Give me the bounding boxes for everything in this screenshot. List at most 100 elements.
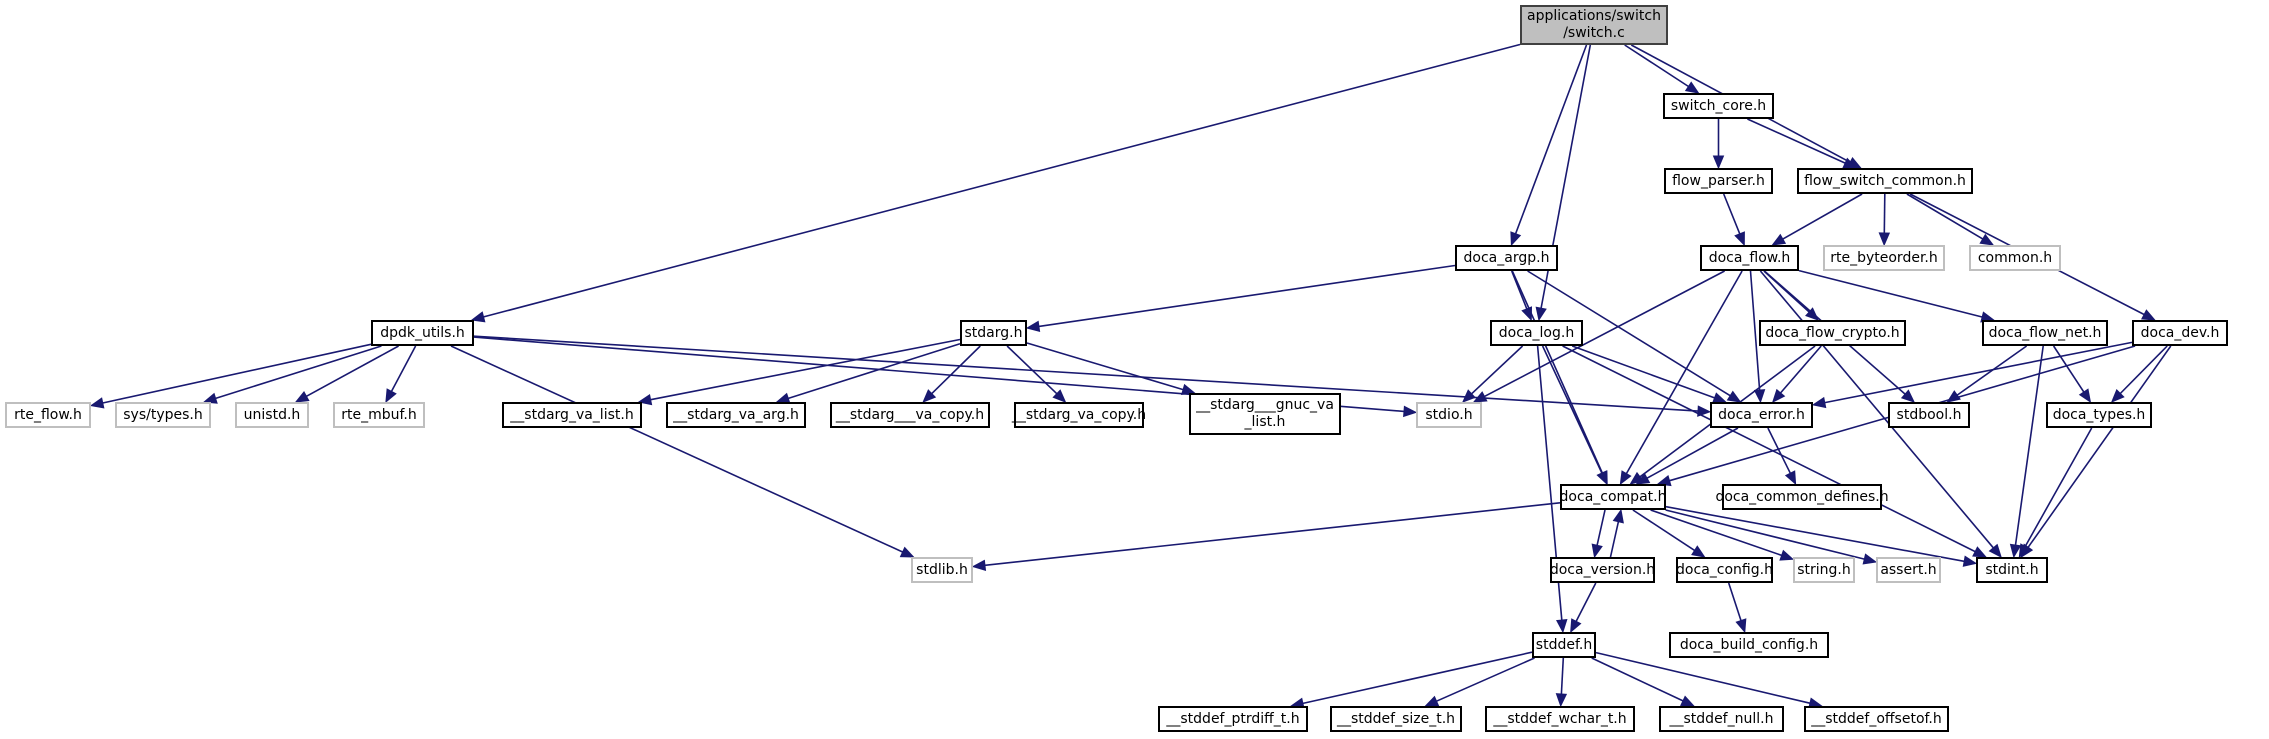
node-stddef-size-t-h[interactable]: __stddef_size_t.h <box>1330 706 1462 732</box>
arrowhead-icon <box>1612 508 1624 524</box>
node-doca-dev-h[interactable]: doca_dev.h <box>2132 320 2228 346</box>
edge-doca-error-h-to-doca-compat-h <box>1646 427 1739 479</box>
node-stdio-h: stdio.h <box>1416 402 1482 428</box>
edge-doca-log-h-to-stdint-h <box>1562 345 1976 553</box>
edge-doca-compat-h-to-string-h <box>1650 509 1782 557</box>
edge-doca-version-h-to-stddef-h <box>1575 582 1597 622</box>
edge-doca-compat-h-to-stdlib-h <box>984 502 1561 567</box>
node-label: __stddef_offsetof.h <box>1811 710 1942 727</box>
node-stdint-h[interactable]: stdint.h <box>1976 557 2048 583</box>
node-label: flow_parser.h <box>1672 172 1765 189</box>
node-sys-types-h: sys/types.h <box>115 402 211 428</box>
edge-doca-error-h-to-doca-common-defines-h <box>1767 427 1792 474</box>
edge-stdarg-h-to-stdarg-va-copy-h <box>1006 345 1058 395</box>
node-label: __stdarg___va_copy.h <box>835 406 985 423</box>
node-stdarg---va-copy-h[interactable]: __stdarg___va_copy.h <box>830 402 990 428</box>
edge-flow-switch-common-h-to-doca-flow-h <box>1782 193 1863 240</box>
edge-doca-flow-crypto-h-to-doca-error-h <box>1779 345 1822 394</box>
edge-doca-flow-h-to-stdio-h <box>1484 270 1725 398</box>
node-stdarg-h[interactable]: stdarg.h <box>960 320 1027 346</box>
node-label: doca_common_defines.h <box>1715 488 1889 505</box>
node-stdarg-va-list-h[interactable]: __stdarg_va_list.h <box>502 402 642 428</box>
node-label: stdarg.h <box>964 324 1023 341</box>
edge-doca-log-h-to-doca-error-h <box>1571 345 1715 399</box>
arrowhead-icon <box>2009 543 2022 559</box>
arrowhead-icon <box>1962 555 1978 567</box>
edge-dpdk-utils-h-to-sys-types-h <box>215 345 382 400</box>
node-stddef-offsetof-h[interactable]: __stddef_offsetof.h <box>1804 706 1949 732</box>
node-stdarg---gnuc-va-list-h[interactable]: __stdarg___gnuc_va _list.h <box>1189 393 1341 435</box>
arrowhead-icon <box>1734 231 1745 247</box>
node-stddef-h[interactable]: stddef.h <box>1532 632 1596 658</box>
node-switch-core-h[interactable]: switch_core.h <box>1663 93 1774 119</box>
node-label: __stdarg___gnuc_va _list.h <box>1196 397 1334 430</box>
node-stdarg-va-arg-h[interactable]: __stdarg_va_arg.h <box>666 402 806 428</box>
node-stddef-ptrdiff-t-h[interactable]: __stddef_ptrdiff_t.h <box>1158 706 1308 732</box>
node-doca-error-h[interactable]: doca_error.h <box>1710 402 1813 428</box>
edge-stddef-h-to-stddef-null-h <box>1591 657 1684 702</box>
node-doca-argp-h[interactable]: doca_argp.h <box>1455 245 1558 271</box>
node-doca-flow-h[interactable]: doca_flow.h <box>1700 245 1799 271</box>
node-rte-byteorder-h: rte_byteorder.h <box>1823 245 1945 271</box>
arrowhead-icon <box>1842 157 1858 169</box>
node-stddef-wchar-t-h[interactable]: __stddef_wchar_t.h <box>1485 706 1635 732</box>
arrowhead-icon <box>1684 81 1700 94</box>
node-doca-types-h[interactable]: doca_types.h <box>2046 402 2152 428</box>
edge-dpdk-utils-h-to-rte-flow-h <box>102 343 372 404</box>
arrowhead-icon <box>1521 306 1533 322</box>
node-flow-parser-h[interactable]: flow_parser.h <box>1664 168 1773 194</box>
node-switch-c[interactable]: applications/switch /switch.c <box>1520 5 1668 45</box>
edge-doca-dev-h-to-doca-types-h <box>2119 345 2168 395</box>
arrowhead-icon <box>1771 388 1786 403</box>
edge-doca-flow-h-to-doca-compat-h <box>1625 270 1743 474</box>
arrowhead-icon <box>1784 470 1797 486</box>
node-flow-switch-common-h[interactable]: flow_switch_common.h <box>1797 168 1973 194</box>
edge-stddef-h-to-stddef-ptrdiff-t-h <box>1302 651 1533 705</box>
arrowhead-icon <box>1570 618 1582 634</box>
node-doca-log-h[interactable]: doca_log.h <box>1490 320 1583 346</box>
node-label: stdint.h <box>1985 561 2039 578</box>
arrowhead-icon <box>922 389 937 403</box>
arrowhead-icon <box>1025 320 1041 332</box>
node-label: doca_flow.h <box>1708 249 1791 266</box>
arrowhead-icon <box>1680 695 1695 707</box>
node-label: stdio.h <box>1425 406 1473 423</box>
arrowhead-icon <box>1900 389 1916 403</box>
node-string-h: string.h <box>1793 557 1855 583</box>
node-label: doca_flow_net.h <box>1988 324 2102 341</box>
node-doca-build-config-h[interactable]: doca_build_config.h <box>1669 632 1829 658</box>
edge-doca-types-h-to-stdint-h <box>2024 427 2093 547</box>
edge-stdarg-h-to-stdarg---gnuc-va-list-h <box>1026 342 1184 391</box>
node-label: doca_build_config.h <box>1679 636 1819 653</box>
node-label: __stdarg_va_arg.h <box>673 406 799 423</box>
node-label: doca_types.h <box>2052 406 2146 423</box>
edge-doca-flow-h-to-stdint-h <box>1759 270 1994 549</box>
arrowhead-icon <box>1753 389 1766 404</box>
node-dpdk-utils-h[interactable]: dpdk_utils.h <box>371 320 474 346</box>
arrowhead-icon <box>1555 693 1568 708</box>
node-doca-common-defines-h[interactable]: doca_common_defines.h <box>1715 484 1889 510</box>
node-label: applications/switch /switch.c <box>1527 8 1661 41</box>
edge-doca-flow-h-to-doca-error-h <box>1749 270 1761 391</box>
arrowhead-icon <box>1424 695 1440 707</box>
node-stdarg-va-copy-h[interactable]: __stdarg_va_copy.h <box>1012 402 1146 428</box>
arrowhead-icon <box>1635 472 1651 485</box>
node-stdbool-h[interactable]: stdbool.h <box>1888 402 1970 428</box>
edge-stdarg-h-to-stdarg-va-list-h <box>650 338 961 401</box>
arrowhead-icon <box>1771 233 1787 246</box>
node-doca-version-h[interactable]: doca_version.h <box>1550 557 1655 583</box>
arrowhead-icon <box>1805 307 1820 321</box>
arrowhead-icon <box>1556 619 1568 634</box>
node-stddef-null-h[interactable]: __stddef_null.h <box>1659 706 1784 732</box>
arrowhead-icon <box>1811 396 1827 409</box>
arrowhead-icon <box>1712 155 1725 170</box>
node-label: assert.h <box>1880 561 1937 578</box>
node-doca-flow-net-h[interactable]: doca_flow_net.h <box>1982 320 2108 346</box>
node-label: string.h <box>1797 561 1851 578</box>
node-doca-config-h[interactable]: doca_config.h <box>1676 557 1773 583</box>
node-doca-flow-crypto-h[interactable]: doca_flow_crypto.h <box>1759 320 1906 346</box>
node-doca-compat-h[interactable]: doca_compat.h <box>1560 484 1666 510</box>
arrowhead-icon <box>1735 618 1747 634</box>
